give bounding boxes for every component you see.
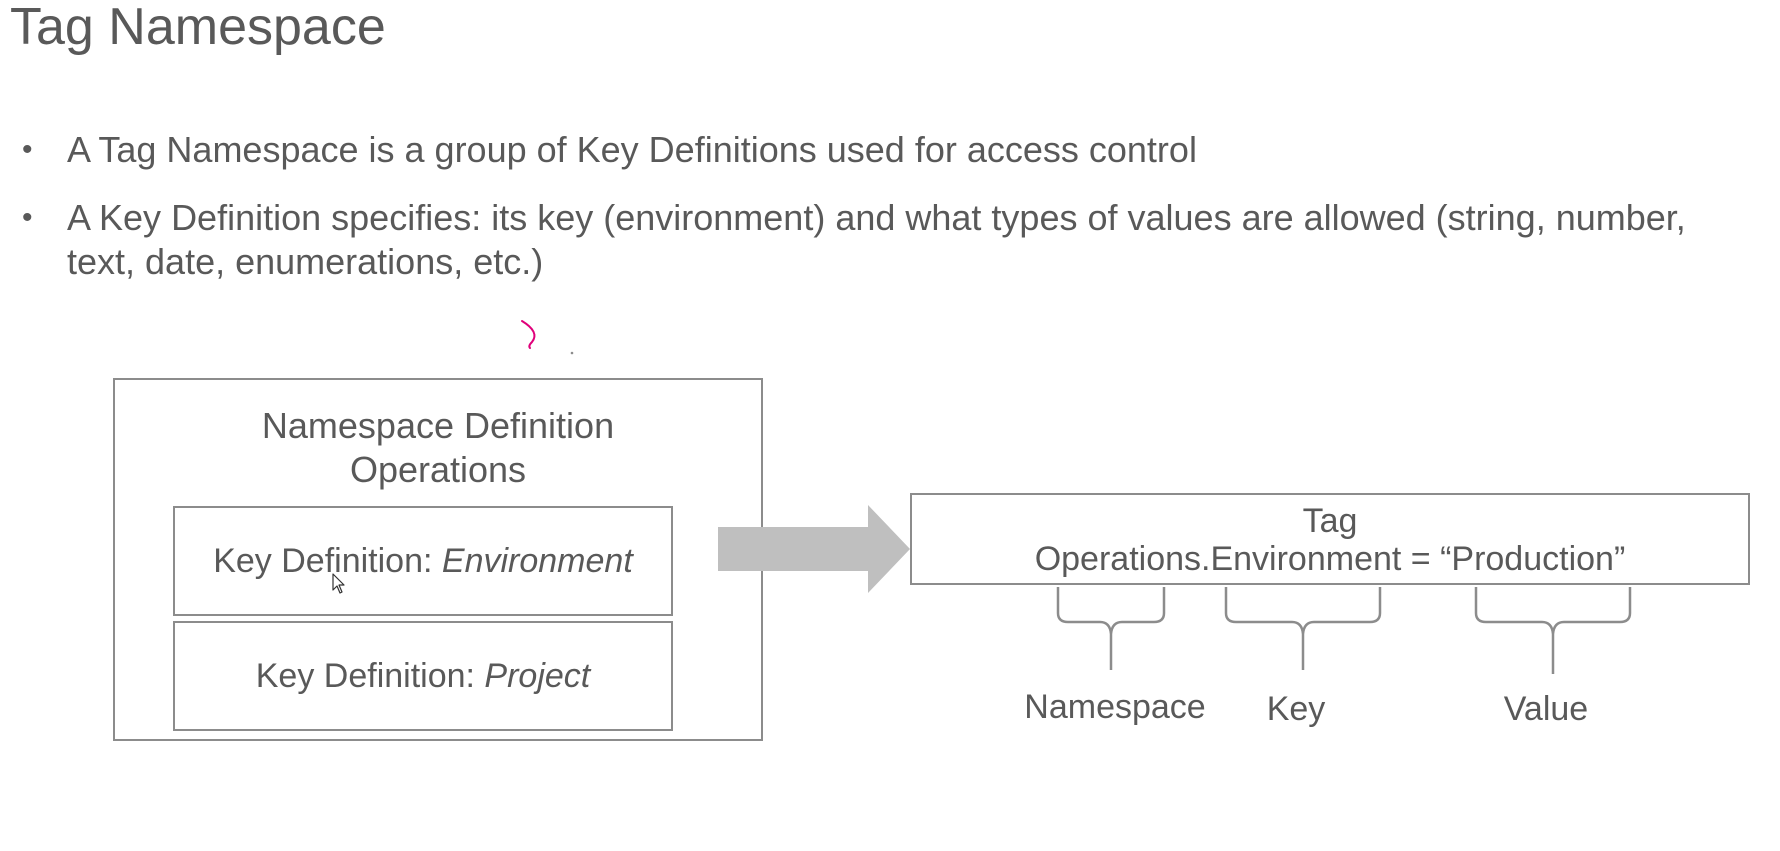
right-arrow-icon (718, 505, 910, 593)
bullet-list: • A Tag Namespace is a group of Key Defi… (22, 128, 1762, 308)
key-bracket-icon (1224, 587, 1382, 670)
slide-title: Tag Namespace (10, 0, 386, 56)
bullet-item: • A Tag Namespace is a group of Key Defi… (22, 128, 1762, 172)
namespace-title-line1: Namespace Definition (261, 405, 615, 446)
key-definition-name: Environment (441, 541, 633, 580)
tag-expression: Operations.Environment = “Production” (1034, 540, 1626, 578)
namespace-definition-box: Namespace Definition Operations Key Defi… (113, 378, 763, 741)
bullet-text: A Key Definition specifies: its key (env… (67, 197, 1686, 282)
key-definition-prefix: Key Definition: (255, 656, 485, 695)
namespace-definition-title: Namespace Definition Operations (115, 404, 761, 492)
key-definition-name: Project (484, 656, 591, 695)
bullet-text: A Tag Namespace is a group of Key Defini… (67, 129, 1197, 170)
tag-box: Tag Operations.Environment = “Production… (910, 493, 1750, 585)
key-definition-environment: Key Definition: Environment (173, 506, 673, 616)
namespace-bracket-icon (1056, 587, 1166, 670)
tag-title: Tag (1302, 502, 1358, 540)
namespace-title-line2: Operations (349, 449, 527, 490)
bullet-item: • A Key Definition specifies: its key (e… (22, 196, 1762, 284)
key-label: Key (1266, 690, 1326, 728)
mouse-cursor-icon (332, 573, 345, 594)
value-label: Value (1503, 690, 1589, 728)
value-bracket-icon (1474, 587, 1632, 674)
bullet-dot-icon: • (22, 133, 33, 166)
key-definition-project: Key Definition: Project (173, 621, 673, 731)
bullet-dot-icon: • (22, 201, 33, 234)
key-definition-prefix: Key Definition: (213, 541, 442, 580)
namespace-label: Namespace (1024, 688, 1206, 726)
